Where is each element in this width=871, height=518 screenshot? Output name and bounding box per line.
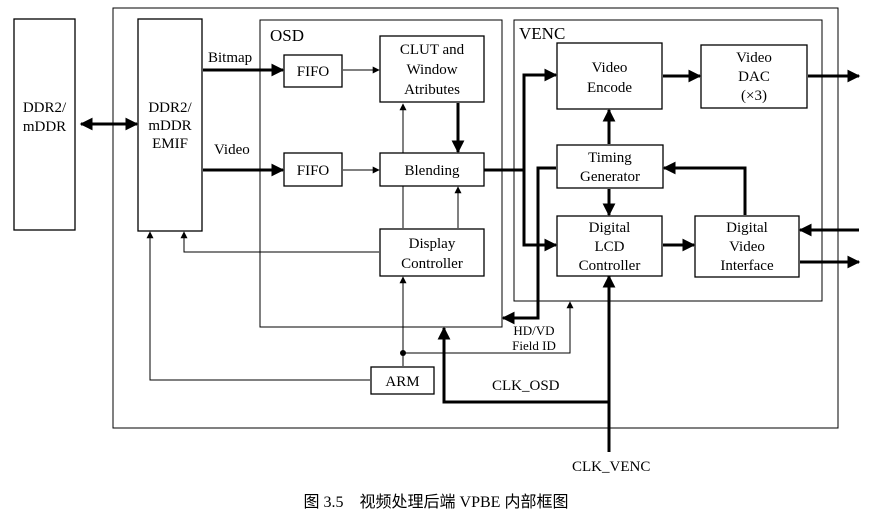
arm-block: ARM	[370, 366, 435, 395]
timing-label-1: Timing	[588, 150, 632, 166]
arm-to-emif	[146, 231, 370, 381]
lcd-label-2: LCD	[595, 239, 625, 255]
osd-frame	[259, 19, 503, 328]
video-dac-label-3: (×3)	[741, 88, 767, 104]
clut-block: CLUT and Window Atributes	[379, 35, 485, 103]
arm-label: ARM	[385, 374, 419, 390]
ddr-block: DDR2/ mDDR	[13, 18, 76, 231]
video-encode-label-2: Encode	[587, 80, 632, 96]
osd-title: OSD	[270, 26, 304, 45]
lcd-controller-block: Digital LCD Controller	[556, 215, 663, 277]
display-to-emif	[180, 231, 379, 253]
clut-label-2: Window	[406, 62, 457, 78]
fifo-bitmap-block: FIFO	[283, 54, 343, 88]
video-encode-block: Video Encode	[556, 42, 663, 110]
lcd-label-1: Digital	[589, 220, 631, 236]
emif-label-2: mDDR	[148, 118, 191, 134]
emif-label-1: DDR2/	[148, 100, 192, 116]
hdvd-field-line	[403, 301, 574, 354]
video-label: Video	[214, 142, 250, 158]
display-label-2: Controller	[401, 256, 463, 272]
dvi-label-1: Digital	[726, 220, 768, 236]
fifo-video-block: FIFO	[283, 152, 343, 187]
lcd-label-3: Controller	[579, 258, 641, 274]
venc-title: VENC	[519, 24, 565, 43]
video-dac-block: Video DAC (×3)	[700, 44, 808, 109]
field-id-label: Field ID	[512, 338, 556, 353]
video-dac-label-1: Video	[736, 50, 772, 66]
dvi-label-3: Interface	[720, 258, 774, 274]
display-label-1: Display	[409, 236, 456, 252]
timing-to-osd	[501, 166, 556, 325]
ddr-label-1: DDR2/	[23, 100, 67, 116]
figure-caption: 图 3.5 视频处理后端 VPBE 内部框图	[304, 493, 569, 511]
vpbe-outer-frame	[112, 7, 839, 429]
timing-generator-block: Timing Generator	[556, 144, 664, 189]
emif-label-3: EMIF	[152, 136, 188, 152]
clut-label-3: Atributes	[404, 82, 460, 98]
clut-label-1: CLUT and	[400, 42, 465, 58]
blending-block: Blending	[379, 152, 485, 187]
ddr-label-2: mDDR	[23, 119, 66, 135]
blending-to-lcd	[522, 170, 558, 252]
clk-osd-line	[437, 326, 609, 404]
video-dac-label-2: DAC	[738, 69, 770, 85]
clk-venc-label: CLK_VENC	[572, 459, 650, 475]
video-encode-label-1: Video	[592, 60, 628, 76]
digital-video-interface-block: Digital Video Interface	[694, 215, 800, 278]
display-controller-block: Display Controller	[379, 228, 485, 277]
venc-frame	[513, 19, 823, 302]
junction-dot	[400, 350, 406, 356]
fifo-bitmap-label: FIFO	[297, 64, 330, 80]
bitmap-label: Bitmap	[208, 50, 252, 66]
hd-vd-label: HD/VD	[513, 323, 554, 338]
emif-block: DDR2/ mDDR EMIF	[137, 18, 203, 232]
timing-label-2: Generator	[580, 169, 640, 185]
blending-to-venc-bus	[484, 68, 558, 172]
blending-label: Blending	[405, 163, 460, 179]
clk-osd-label: CLK_OSD	[492, 378, 560, 394]
fifo-video-label: FIFO	[297, 163, 330, 179]
dvi-to-timing	[662, 161, 747, 215]
dvi-label-2: Video	[729, 239, 765, 255]
